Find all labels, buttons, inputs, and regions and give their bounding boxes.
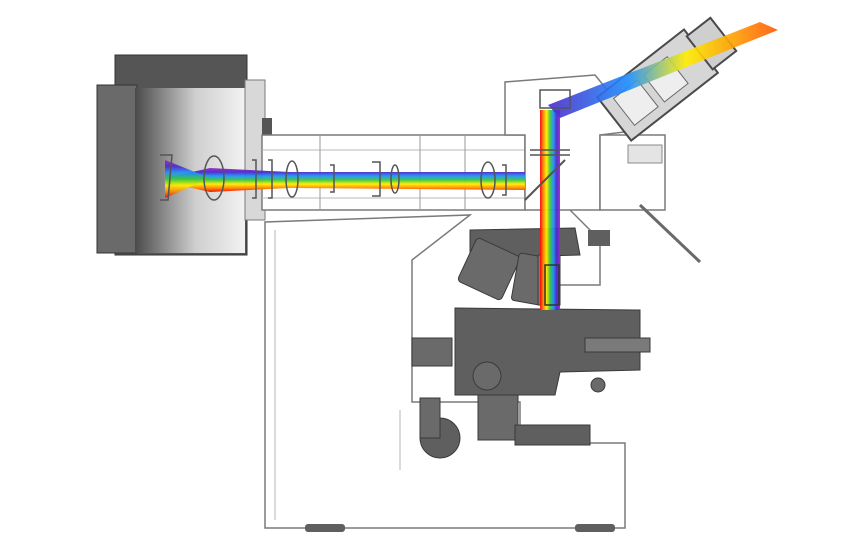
- lens-3: [285, 160, 299, 198]
- optical-elements: [160, 89, 571, 306]
- collector-lens: [203, 155, 225, 201]
- objective-lens-1: [457, 237, 521, 301]
- eyepiece: [595, 16, 738, 142]
- light-beam-horizontal: [165, 160, 525, 198]
- lens-1: [252, 159, 257, 199]
- collector-mirror: [160, 154, 173, 201]
- filter-plate: [530, 149, 570, 156]
- filter-slider: [627, 144, 663, 164]
- objective-front: [544, 264, 560, 306]
- lens-5: [390, 164, 400, 194]
- turret-knob: [588, 230, 610, 246]
- light-beam-eyepiece: [548, 22, 778, 118]
- focus-assembly: [419, 394, 591, 459]
- prism: [539, 89, 571, 109]
- lens-7: [502, 164, 507, 196]
- field-diaphragm: [330, 164, 335, 193]
- lamp-adjust-knob: [262, 118, 272, 136]
- lens-4: [372, 161, 381, 197]
- light-beam-vertical: [540, 110, 560, 310]
- foot-right: [575, 524, 615, 532]
- specimen-stage: [411, 307, 651, 396]
- lens-6: [480, 161, 496, 199]
- lamp-housing: [96, 54, 272, 256]
- stage-clip: [411, 337, 453, 367]
- foot-left: [305, 524, 345, 532]
- beam-splitter: [524, 159, 566, 201]
- lens-2: [268, 159, 273, 199]
- slider-lever: [638, 203, 702, 264]
- stage-knob: [472, 361, 502, 391]
- microscope-stand: [264, 214, 626, 532]
- stage-scale: [584, 337, 651, 353]
